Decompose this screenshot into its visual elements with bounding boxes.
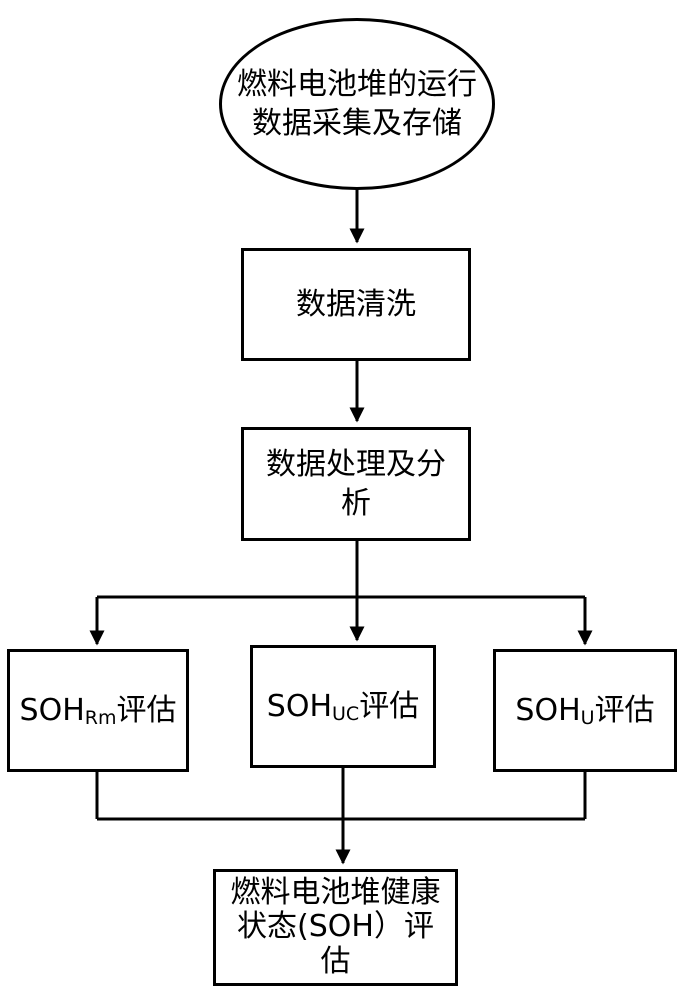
final-soh-line2: 状态(SOH）评 xyxy=(237,909,434,945)
soh-u-label: SOHU评估 xyxy=(515,691,654,731)
soh-u-prefix: SOH xyxy=(515,692,581,728)
soh-u-suffix: 评估 xyxy=(594,692,655,728)
final-soh-line1: 燃料电池堆健康 xyxy=(230,874,441,910)
soh-uc-box: SOHUC评估 xyxy=(250,645,436,768)
soh-rm-suffix: 评估 xyxy=(116,692,177,728)
start-node-line1: 燃料电池堆的运行 xyxy=(237,67,477,102)
soh-rm-label: SOHRm评估 xyxy=(20,691,177,731)
data-processing-line1: 数据处理及分 xyxy=(266,447,446,482)
data-cleaning-label: 数据清洗 xyxy=(296,287,416,322)
data-processing-text: 数据处理及分 析 xyxy=(266,445,446,523)
soh-uc-label: SOHUC评估 xyxy=(267,687,419,727)
soh-rm-subscript: Rm xyxy=(84,706,117,729)
soh-u-subscript: U xyxy=(580,706,595,729)
final-soh-line3: 估 xyxy=(320,943,351,979)
soh-rm-prefix: SOH xyxy=(19,692,85,728)
start-node-ellipse: 燃料电池堆的运行 数据采集及存储 xyxy=(219,18,495,190)
soh-uc-prefix: SOH xyxy=(266,688,333,724)
final-soh-text: 燃料电池堆健康 状态(SOH）评 估 xyxy=(230,874,441,980)
start-node-text: 燃料电池堆的运行 数据采集及存储 xyxy=(237,65,477,143)
start-node-line2: 数据采集及存储 xyxy=(252,106,462,141)
soh-rm-box: SOHRm评估 xyxy=(7,649,189,772)
final-soh-box: 燃料电池堆健康 状态(SOH）评 估 xyxy=(213,869,458,986)
data-cleaning-box: 数据清洗 xyxy=(241,248,471,361)
data-processing-line2: 析 xyxy=(341,486,371,521)
soh-uc-suffix: 评估 xyxy=(359,688,420,724)
data-processing-box: 数据处理及分 析 xyxy=(241,427,471,541)
soh-uc-subscript: UC xyxy=(332,702,360,725)
soh-u-box: SOHU评估 xyxy=(493,649,677,772)
